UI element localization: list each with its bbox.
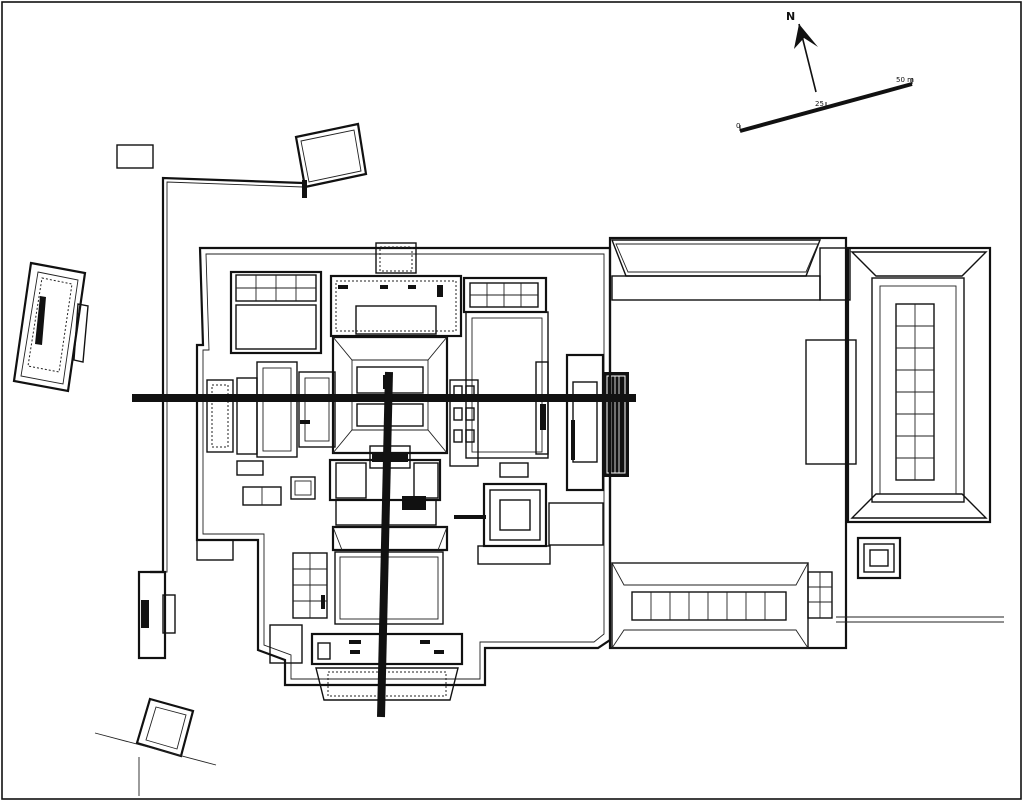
north-label: N bbox=[786, 10, 795, 23]
southwest-pavilion bbox=[135, 697, 195, 758]
scale-label-end: 50 m bbox=[896, 76, 914, 84]
small-outbuilding bbox=[116, 144, 154, 169]
covered-walkway bbox=[150, 176, 304, 574]
scale-bar: 0 25 50 m bbox=[736, 76, 914, 133]
far-east-hall bbox=[846, 246, 992, 524]
north-south-axis bbox=[377, 371, 393, 718]
west-pavilion bbox=[12, 261, 89, 393]
main-compound bbox=[195, 242, 629, 701]
north-pavilion bbox=[294, 122, 368, 189]
scale-label-start: 0 bbox=[736, 122, 740, 130]
north-arrow: N bbox=[786, 10, 818, 93]
southeast-gate bbox=[856, 536, 902, 580]
east-courtyard bbox=[608, 236, 857, 650]
scale-label-mid: 25 bbox=[815, 100, 824, 108]
walkway-gate-building bbox=[137, 570, 176, 660]
